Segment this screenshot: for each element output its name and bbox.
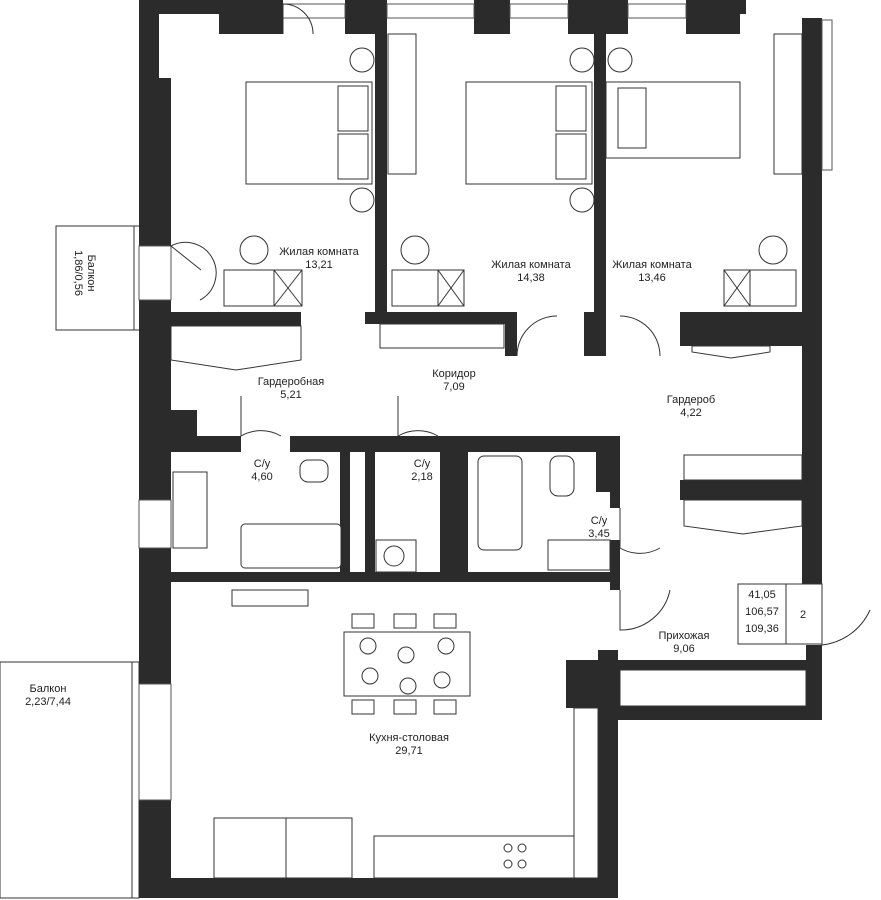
room-area: 3,45 [588,528,609,540]
room-area: 29,71 [395,745,423,757]
sofa [213,817,353,879]
desk-room-3 [723,235,797,307]
room-area: 13,21 [305,259,333,271]
room-name: Прихожая [659,630,710,642]
room-area: 2,18 [411,471,432,483]
kitchen-counter [373,707,599,879]
desk-room-2 [391,235,465,307]
room-name: Гардероб [667,394,715,406]
room-name: Жилая комната [279,246,359,258]
room-name: С/у [414,458,431,470]
area-summary: 41,05 106,57 109,36 2 [737,583,823,645]
total-area-with-balcony: 109,36 [745,623,779,635]
room-name: Коридор [432,368,475,380]
room-count: 2 [800,609,806,621]
room-name: Жилая комната [491,259,571,271]
room-area: 14,38 [517,272,545,284]
room-area: 13,46 [638,272,666,284]
room-area: 9,06 [673,643,694,655]
room-name: Балкон [85,255,97,292]
room-area: 7,09 [443,381,464,393]
room-area: 5,21 [280,389,301,401]
dining-table [343,613,471,715]
room-name: Балкон [30,683,67,695]
windows [138,3,833,801]
room-name: С/у [254,458,271,470]
total-area: 106,57 [745,606,779,618]
room-area: 4,22 [680,407,701,419]
desk-room-1 [223,235,303,307]
balcony-left-small [55,225,142,331]
balcony-left-large [0,661,140,899]
room-name: Гардеробная [258,376,325,388]
room-area: 2,23/7,44 [25,696,71,708]
bed-room-3 [605,33,803,175]
doors [170,3,871,646]
room-name: Кухня-столовая [369,732,449,744]
room-area: 1,86/0,56 [72,250,84,296]
room-area: 4,60 [251,471,272,483]
room-name: С/у [591,515,608,527]
room-labels: Жилая комната 13,21 Жилая комната 14,38 … [25,246,715,757]
tv-unit [231,589,309,607]
living-area: 41,05 [748,589,776,601]
room-name: Жилая комната [612,259,692,271]
bed-room-2 [387,33,595,213]
bathroom-fixtures [172,455,611,573]
wardrobe-shelves [170,323,807,707]
bed-room-1 [245,47,375,213]
